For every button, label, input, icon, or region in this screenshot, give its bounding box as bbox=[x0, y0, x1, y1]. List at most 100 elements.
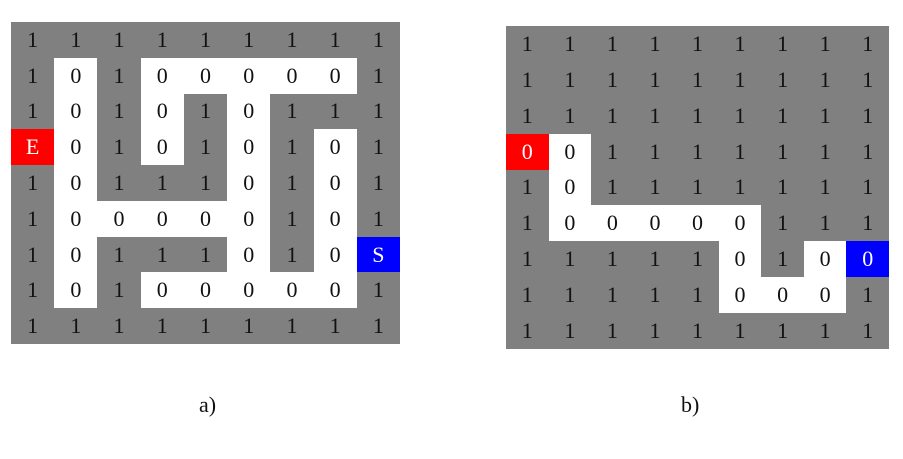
wall-cell: 1 bbox=[356, 93, 400, 130]
path-cell: 0 bbox=[54, 129, 98, 166]
wall-cell: 1 bbox=[633, 277, 677, 314]
wall-cell: 1 bbox=[803, 313, 847, 349]
wall-cell: 1 bbox=[846, 61, 889, 98]
wall-cell: 1 bbox=[718, 61, 762, 98]
wall-cell: 1 bbox=[676, 169, 719, 206]
path-cell: 0 bbox=[313, 272, 357, 309]
wall-cell: 1 bbox=[846, 26, 889, 62]
wall-cell: 1 bbox=[676, 313, 719, 349]
wall-cell: 1 bbox=[633, 61, 677, 98]
wall-cell: 1 bbox=[506, 169, 549, 206]
exit-cell: 0 bbox=[506, 133, 549, 170]
wall-cell: 1 bbox=[183, 22, 228, 58]
wall-cell: 1 bbox=[506, 61, 549, 98]
path-cell: 0 bbox=[227, 57, 271, 94]
wall-cell: 1 bbox=[718, 97, 762, 134]
path-cell: 0 bbox=[270, 57, 314, 94]
wall-cell: 1 bbox=[591, 61, 634, 98]
wall-cell: 1 bbox=[548, 26, 592, 62]
wall-cell: 1 bbox=[227, 22, 271, 58]
wall-cell: 1 bbox=[803, 169, 847, 206]
wall-cell: 1 bbox=[633, 241, 677, 278]
wall-cell: 1 bbox=[633, 97, 677, 134]
wall-cell: 1 bbox=[633, 169, 677, 206]
wall-cell: 1 bbox=[54, 22, 98, 58]
wall-cell: 1 bbox=[591, 277, 634, 314]
wall-cell: 1 bbox=[506, 26, 549, 62]
path-cell: 0 bbox=[718, 241, 762, 278]
wall-cell: 1 bbox=[97, 129, 141, 166]
wall-cell: 1 bbox=[11, 165, 55, 201]
maze-b-caption: b) bbox=[681, 392, 700, 417]
path-cell: 0 bbox=[313, 236, 357, 273]
exit-cell: E bbox=[11, 129, 55, 166]
wall-cell: 1 bbox=[846, 133, 889, 170]
wall-cell: 1 bbox=[270, 236, 314, 273]
path-cell: 0 bbox=[183, 200, 228, 237]
path-cell: 0 bbox=[54, 236, 98, 273]
wall-cell: 1 bbox=[676, 133, 719, 170]
wall-cell: 1 bbox=[270, 93, 314, 130]
path-cell: 0 bbox=[718, 277, 762, 314]
wall-cell: 1 bbox=[803, 133, 847, 170]
wall-cell: 1 bbox=[676, 241, 719, 278]
wall-cell: 1 bbox=[548, 61, 592, 98]
wall-cell: 1 bbox=[633, 26, 677, 62]
wall-cell: 1 bbox=[591, 241, 634, 278]
wall-cell: 1 bbox=[506, 205, 549, 242]
wall-cell: 1 bbox=[140, 165, 184, 201]
wall-cell: 1 bbox=[761, 205, 804, 242]
wall-cell: 1 bbox=[676, 26, 719, 62]
path-cell: 0 bbox=[313, 129, 357, 166]
wall-cell: 1 bbox=[11, 57, 55, 94]
path-cell: 0 bbox=[227, 236, 271, 273]
wall-cell: 1 bbox=[270, 165, 314, 201]
wall-cell: 1 bbox=[548, 241, 592, 278]
wall-cell: 1 bbox=[270, 22, 314, 58]
wall-cell: 1 bbox=[270, 129, 314, 166]
path-cell: 0 bbox=[140, 272, 184, 309]
path-cell: 0 bbox=[761, 277, 804, 314]
wall-cell: 1 bbox=[356, 22, 400, 58]
path-cell: 0 bbox=[313, 165, 357, 201]
wall-cell: 1 bbox=[140, 236, 184, 273]
path-cell: 0 bbox=[270, 272, 314, 309]
wall-cell: 1 bbox=[140, 22, 184, 58]
wall-cell: 1 bbox=[761, 169, 804, 206]
wall-cell: 1 bbox=[506, 313, 549, 349]
wall-cell: 1 bbox=[548, 97, 592, 134]
wall-cell: 1 bbox=[11, 200, 55, 237]
wall-cell: 1 bbox=[591, 133, 634, 170]
path-cell: 0 bbox=[803, 277, 847, 314]
path-cell: 0 bbox=[227, 93, 271, 130]
wall-cell: 1 bbox=[183, 165, 228, 201]
path-cell: 0 bbox=[183, 57, 228, 94]
wall-cell: 1 bbox=[846, 313, 889, 349]
wall-cell: 1 bbox=[761, 26, 804, 62]
path-cell: 0 bbox=[140, 57, 184, 94]
wall-cell: 1 bbox=[676, 61, 719, 98]
wall-cell: 1 bbox=[356, 200, 400, 237]
wall-cell: 1 bbox=[97, 308, 141, 344]
path-cell: 0 bbox=[803, 241, 847, 278]
wall-cell: 1 bbox=[761, 241, 804, 278]
wall-cell: 1 bbox=[183, 236, 228, 273]
path-cell: 0 bbox=[313, 200, 357, 237]
wall-cell: 1 bbox=[591, 97, 634, 134]
path-cell: 0 bbox=[140, 129, 184, 166]
wall-cell: 1 bbox=[846, 169, 889, 206]
wall-cell: 1 bbox=[313, 22, 357, 58]
wall-cell: 1 bbox=[140, 308, 184, 344]
wall-cell: 1 bbox=[97, 236, 141, 273]
wall-cell: 1 bbox=[548, 313, 592, 349]
wall-cell: 1 bbox=[846, 205, 889, 242]
wall-cell: 1 bbox=[718, 169, 762, 206]
wall-cell: 1 bbox=[97, 57, 141, 94]
wall-cell: 1 bbox=[803, 205, 847, 242]
maze-a-caption: a) bbox=[199, 392, 217, 417]
path-cell: 0 bbox=[227, 165, 271, 201]
path-cell: 0 bbox=[97, 200, 141, 237]
path-cell: 0 bbox=[140, 200, 184, 237]
